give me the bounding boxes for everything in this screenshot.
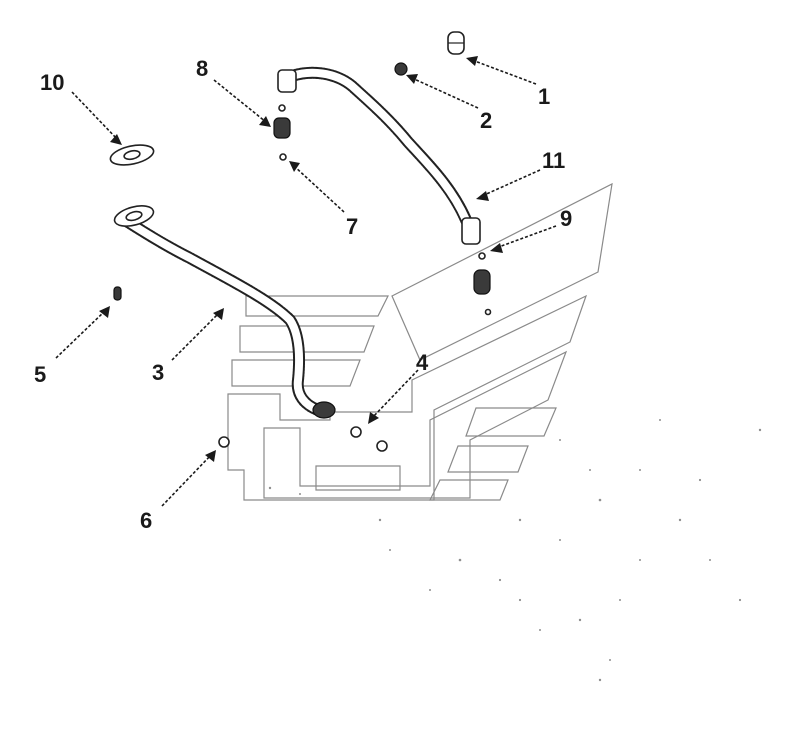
part-4-o-rings (350, 426, 388, 452)
callout-10: 10 (40, 70, 64, 95)
part-6-o-ring (218, 436, 230, 448)
callout-1: 1 (538, 84, 550, 109)
speckle-noise (268, 419, 762, 682)
part-9-fitting (473, 252, 492, 316)
hose-assembly-upper (277, 66, 481, 245)
part-1-fitting (447, 31, 465, 55)
callout-7: 7 (346, 214, 358, 239)
part-2-nut (394, 62, 408, 76)
part-10-gasket (109, 144, 155, 166)
callout-8: 8 (196, 56, 208, 81)
callout-4: 4 (416, 350, 429, 375)
part-5-clip (113, 286, 122, 301)
callout-6: 6 (140, 508, 152, 533)
housing-plate-outline (227, 182, 613, 501)
callout-9: 9 (560, 206, 572, 231)
callout-3: 3 (152, 360, 164, 385)
callout-11: 11 (542, 148, 565, 173)
part-8-fitting (273, 104, 291, 139)
callout-2: 2 (480, 108, 492, 133)
hose-assembly-left (113, 205, 336, 419)
part-7-washer (279, 153, 287, 161)
leader-lines (55, 56, 557, 507)
callout-labels: 1 2 3 4 5 6 7 8 9 10 11 (34, 56, 572, 533)
callout-5: 5 (34, 362, 46, 387)
